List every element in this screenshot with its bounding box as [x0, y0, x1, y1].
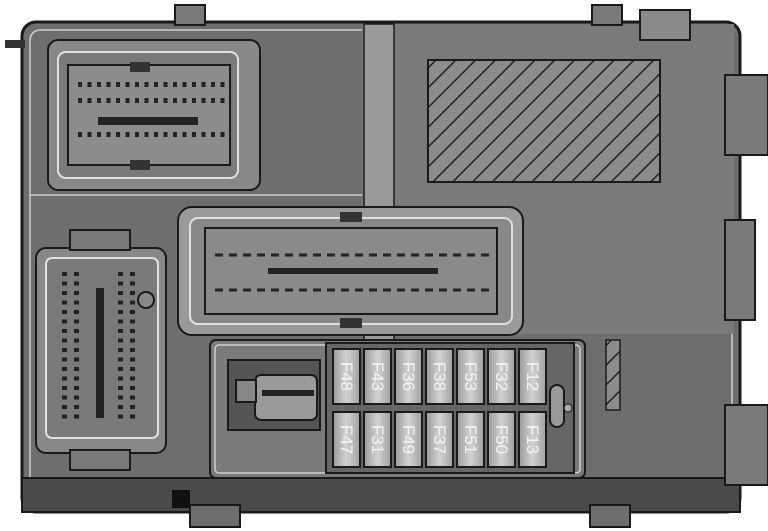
fuse-f38: F38: [425, 348, 454, 405]
fuse-f49: F49: [394, 411, 423, 468]
fuse-f13: F13: [518, 411, 547, 468]
fuse-body: [518, 348, 547, 405]
fuse-f50: F50: [487, 411, 516, 468]
fuse-label: F12: [523, 362, 542, 391]
fuse-label: F38: [430, 362, 449, 391]
fuse-f31: F31: [363, 411, 392, 468]
fuse-body: [394, 348, 423, 405]
fuse-f12: F12: [518, 348, 547, 405]
fuse-f37: F37: [425, 411, 454, 468]
connector-left: [35, 229, 167, 471]
fuse-body: [425, 348, 454, 405]
fuse-body: [456, 411, 485, 468]
fuse-label: F48: [337, 362, 356, 391]
indicator-strip: [605, 339, 621, 411]
fuse-body: [425, 411, 454, 468]
fuse-label: F47: [337, 425, 356, 454]
fuse-label: F37: [430, 425, 449, 454]
fuse-f36: F36: [394, 348, 423, 405]
fuse-f47: F47: [332, 411, 361, 468]
fuse-body: [487, 348, 516, 405]
fuse-body: [456, 348, 485, 405]
fuse-body: [518, 411, 547, 468]
fuse-label: F51: [461, 425, 480, 454]
fuse-body: [363, 348, 392, 405]
connector-center: [177, 206, 524, 336]
fuse-label: F31: [368, 425, 387, 454]
fuse-f43: F43: [363, 348, 392, 405]
fuse-body: [394, 411, 423, 468]
fuse-f48: F48: [332, 348, 361, 405]
fuse-f53: F53: [456, 348, 485, 405]
fuse-f32: F32: [487, 348, 516, 405]
fuse-body: [487, 411, 516, 468]
fuse-label: F53: [461, 362, 480, 391]
fuse-f51: F51: [456, 411, 485, 468]
fuse-body: [332, 348, 361, 405]
fuse-label: F50: [492, 425, 511, 454]
fuse-label: F36: [399, 362, 418, 391]
fuse-body: [332, 411, 361, 468]
fuse-label: F49: [399, 425, 418, 454]
fuse-label: F43: [368, 362, 387, 391]
fuse-body: [363, 411, 392, 468]
fuse-label: F13: [523, 425, 542, 454]
label-area: [427, 59, 661, 183]
fuse-puller-clip: [549, 384, 573, 428]
connector-top-left: [47, 39, 261, 191]
fuse-label: F32: [492, 362, 511, 391]
